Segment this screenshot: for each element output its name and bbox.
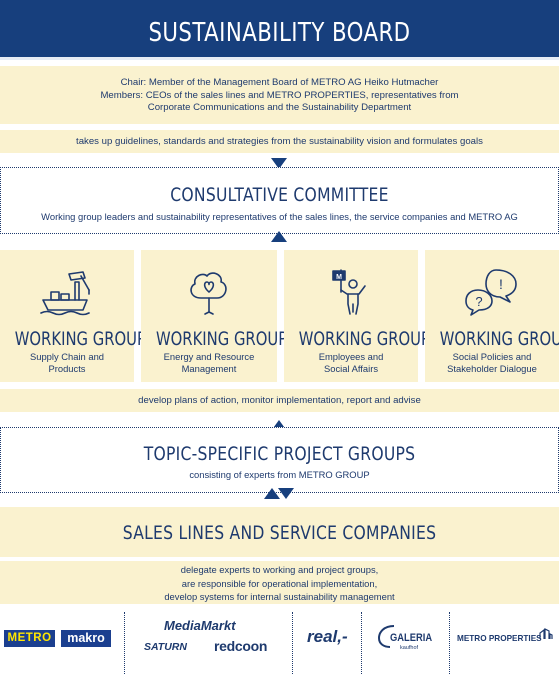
- members-line-2: Corporate Communications and the Sustain…: [147, 102, 412, 113]
- working-group-4-desc: Social Policies and Stakeholder Dialogue: [425, 351, 559, 374]
- board-title: SUSTAINABILITY BOARD: [148, 18, 411, 48]
- redcoon-logo: redcoon: [214, 638, 268, 654]
- logos-row: METRO makro: [0, 608, 559, 680]
- building-icon: [539, 628, 553, 639]
- galeria-logo-text: GALERIA: [390, 632, 433, 644]
- sales-desc-line3: develop systems for internal sustainabil…: [164, 591, 395, 602]
- makro-logo: makro: [61, 630, 111, 647]
- wg4-desc-line1: Social Policies and: [452, 351, 532, 362]
- consultative-title: CONSULTATIVE COMMITTEE: [170, 184, 389, 206]
- ship-crane-icon: [40, 271, 90, 316]
- chair-line: Chair: Member of the Management Board of…: [120, 77, 439, 88]
- topic-project-groups-box: TOPIC-SPECIFIC PROJECT GROUPS consisting…: [0, 427, 559, 493]
- guidelines-band: takes up guidelines, standards and strat…: [0, 130, 559, 153]
- wg4-desc-line2: Stakeholder Dialogue: [447, 362, 537, 374]
- working-group-3-title: WORKING GROUP 3: [298, 328, 445, 350]
- arrow-up-icon: [271, 420, 287, 431]
- logo-divider: [449, 612, 450, 674]
- media-saturn-logos: MediaMarkt SATURN redcoon: [140, 616, 280, 674]
- metro-logo: METRO: [4, 630, 55, 647]
- makro-logo-text: makro: [67, 631, 105, 645]
- sales-title: SALES LINES AND SERVICE COMPANIES: [122, 522, 437, 544]
- logo-divider: [292, 612, 293, 674]
- speech-bubbles-icon: ! ?: [465, 269, 517, 316]
- working-group-2-title: WORKING GROUP 2: [155, 328, 302, 350]
- exclamation-glyph: !: [499, 276, 503, 292]
- logo-divider: [361, 612, 362, 674]
- wg3-desc-line1: Employees and: [318, 351, 384, 362]
- board-header: SUSTAINABILITY BOARD: [0, 0, 559, 60]
- working-group-1: WORKING GROUP 1 Supply Chain and Product…: [0, 250, 161, 382]
- real-logo: real,-: [307, 627, 348, 646]
- metro-logo-text: METRO: [7, 632, 52, 644]
- consultative-committee-box: CONSULTATIVE COMMITTEE Working group lea…: [0, 167, 559, 234]
- sales-desc-line1: delegate experts to working and project …: [180, 564, 379, 575]
- working-group-2-desc: Energy and Resource Management: [141, 351, 277, 374]
- galeria-logo: GALERIA kaufhof: [376, 622, 436, 652]
- arrow-down-icon: [278, 488, 294, 499]
- working-group-3: M WORKING GROUP 3 Employees and Social A…: [284, 250, 445, 382]
- metro-properties-text: METRO PROPERTIES: [457, 634, 542, 643]
- working-group-1-title: WORKING GROUP 1: [14, 328, 161, 350]
- mediamarkt-logo: MediaMarkt: [164, 618, 236, 633]
- members-line: Members: CEOs of the sales lines and MET…: [100, 89, 459, 101]
- plans-band: develop plans of action, monitor impleme…: [0, 389, 559, 412]
- flag-letter: M: [336, 274, 342, 281]
- question-glyph: ?: [475, 294, 482, 309]
- metro-properties-logo: METRO PROPERTIES: [457, 628, 557, 648]
- sales-desc-line2: are responsible for operational implemen…: [181, 577, 378, 589]
- galeria-logo-subtext: kaufhof: [400, 645, 419, 651]
- arrow-up-icon: [264, 488, 280, 499]
- arrow-up-icon: [271, 231, 287, 242]
- arrow-down-icon: [271, 158, 287, 169]
- logo-divider: [124, 612, 125, 674]
- working-group-3-desc: Employees and Social Affairs: [284, 351, 418, 374]
- person-flag-icon: M: [332, 269, 366, 315]
- working-group-4: ! ? WORKING GROUP 4 Social Policies and …: [425, 250, 559, 382]
- wg1-desc-line1: Supply Chain and: [29, 351, 104, 362]
- wg2-desc-line1: Energy and Resource: [163, 351, 255, 362]
- saturn-logo: SATURN: [144, 641, 187, 653]
- tree-heart-icon: [190, 272, 227, 315]
- board-members-box: Chair: Member of the Management Board of…: [0, 66, 559, 124]
- consultative-subtitle: Working group leaders and sustainability…: [41, 211, 518, 222]
- working-group-2: WORKING GROUP 2 Energy and Resource Mana…: [141, 250, 302, 382]
- sales-description: delegate experts to working and project …: [0, 561, 559, 604]
- galeria-swoosh-icon: [377, 625, 395, 648]
- working-group-1-desc: Supply Chain and Products: [0, 351, 134, 374]
- working-group-4-title: WORKING GROUP 4: [439, 328, 559, 350]
- topic-subtitle: consisting of experts from METRO GROUP: [189, 469, 370, 480]
- wg3-desc-line2: Social Affairs: [323, 362, 379, 374]
- topic-title: TOPIC-SPECIFIC PROJECT GROUPS: [143, 443, 416, 465]
- wg2-desc-line2: Management: [181, 362, 237, 374]
- sales-lines-box: SALES LINES AND SERVICE COMPANIES: [0, 507, 559, 557]
- wg1-desc-line2: Products: [48, 362, 86, 374]
